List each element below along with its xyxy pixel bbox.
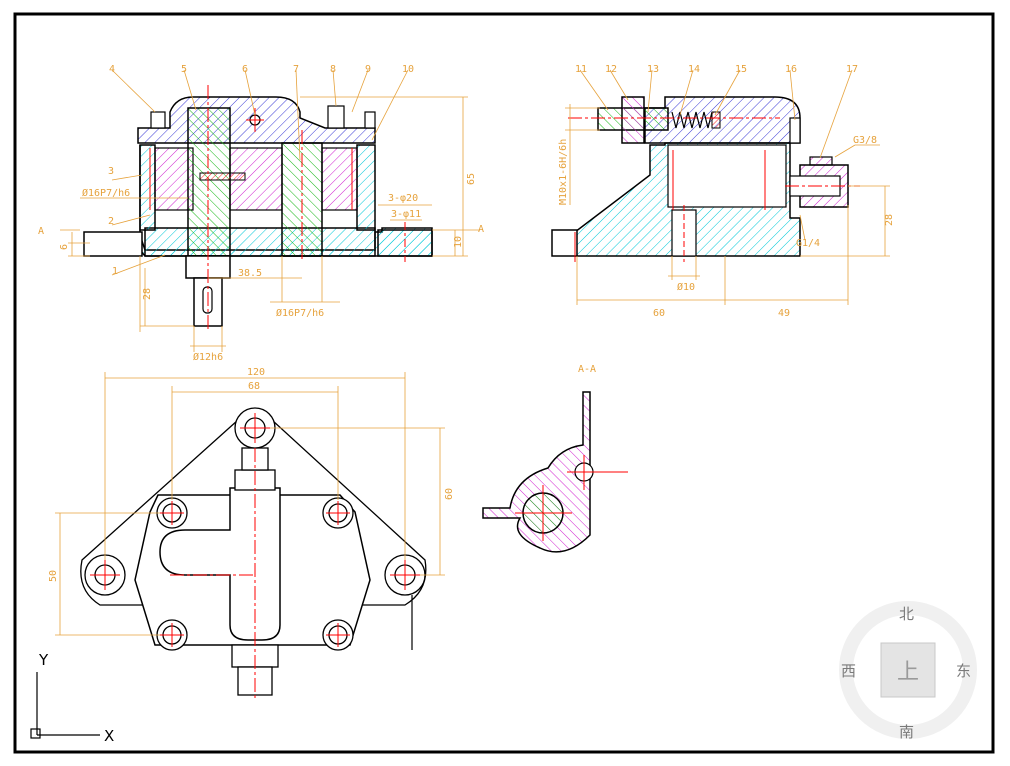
side-view-dimensions	[565, 69, 890, 305]
front-gear-right	[321, 147, 358, 211]
ucs-y-label: Y	[38, 651, 49, 669]
dim-38-5: 38.5	[238, 268, 262, 279]
balloon-2: 2	[108, 216, 114, 227]
front-bolt-right	[327, 105, 345, 129]
dim-g3-8: G3/8	[853, 135, 877, 146]
balloon-10: 10	[402, 64, 414, 75]
balloon-12: 12	[605, 64, 617, 75]
dim-120: 120	[247, 367, 265, 378]
dim-60-top: 60	[444, 488, 455, 500]
viewcube-top-label[interactable]: 上	[897, 660, 919, 685]
dim-phi12: Ø12h6	[193, 351, 223, 363]
dim-28-right: 28	[884, 214, 895, 226]
section-label-right: A	[478, 224, 484, 235]
balloon-14: 14	[688, 64, 700, 75]
balloon-13: 13	[647, 64, 659, 75]
dim-phi16-bottom: Ø16P7/h6	[276, 307, 324, 319]
side-foot-left	[551, 229, 578, 257]
front-left-lug	[83, 231, 143, 257]
balloon-15: 15	[735, 64, 747, 75]
dim-28-left: 28	[142, 288, 153, 300]
balloon-16: 16	[785, 64, 797, 75]
side-valve-ball	[711, 111, 721, 129]
texts: 4 5 6 7 8 9 10 1 2 3 11 12 13 14 15 16 1…	[38, 64, 971, 745]
viewcube-north[interactable]: 北	[899, 605, 914, 623]
front-body-flange	[144, 227, 376, 257]
balloon-4: 4	[109, 64, 115, 75]
dim-49: 49	[778, 308, 790, 319]
dim-65: 65	[466, 173, 477, 185]
section-title: A-A	[578, 364, 596, 375]
front-bolt-left	[150, 111, 166, 129]
top-boss-channel	[159, 487, 281, 641]
dim-6: 6	[59, 244, 70, 250]
viewcube[interactable]	[839, 601, 977, 739]
side-spring	[671, 111, 713, 129]
viewcube-east[interactable]: 东	[956, 662, 971, 680]
ucs-x-label: X	[104, 727, 114, 745]
dim-m10: M10x1-6H/6h	[558, 139, 569, 205]
dim-3-phi11: 3-φ11	[391, 209, 421, 220]
dim-68: 68	[248, 381, 260, 392]
top-outline-triangle	[80, 419, 427, 606]
balloon-7: 7	[293, 64, 299, 75]
ucs-icon	[30, 672, 100, 739]
front-drive-shaft	[187, 107, 231, 257]
section-label-left: A	[38, 226, 44, 237]
front-body-wall-right	[356, 144, 376, 231]
dim-g1-4: G1/4	[796, 238, 820, 249]
top-view-dimensions	[55, 372, 445, 636]
dim-phi16-top: Ø16P7/h6	[82, 187, 130, 199]
drawing-frame	[13, 12, 995, 754]
section-a-a	[482, 391, 628, 553]
viewcube-face-top[interactable]	[880, 642, 936, 698]
side-body-bore	[667, 144, 787, 208]
front-pin	[199, 172, 246, 181]
balloon-3: 3	[108, 166, 114, 177]
top-view	[80, 407, 427, 700]
balloon-6: 6	[242, 64, 248, 75]
balloon-5: 5	[181, 64, 187, 75]
dim-60-side: 60	[653, 308, 665, 319]
front-view-dimensions	[60, 69, 480, 352]
dim-50: 50	[48, 570, 59, 582]
balloon-8: 8	[330, 64, 336, 75]
viewcube-south[interactable]: 南	[899, 723, 914, 741]
balloon-1: 1	[112, 266, 118, 277]
balloon-9: 9	[365, 64, 371, 75]
side-pipe-neck	[809, 156, 833, 166]
side-bolt	[789, 117, 801, 144]
front-bolt-far	[364, 111, 376, 129]
front-gear-left	[154, 147, 194, 211]
side-lock-nut	[621, 96, 645, 144]
dim-phi10: Ø10	[677, 281, 695, 293]
viewcube-west[interactable]: 西	[841, 662, 856, 680]
balloon-11: 11	[575, 64, 587, 75]
dim-3-phi20: 3-φ20	[388, 193, 418, 204]
side-view	[551, 96, 860, 262]
front-view	[83, 85, 433, 332]
balloon-17: 17	[846, 64, 858, 75]
dim-10: 10	[453, 236, 464, 248]
